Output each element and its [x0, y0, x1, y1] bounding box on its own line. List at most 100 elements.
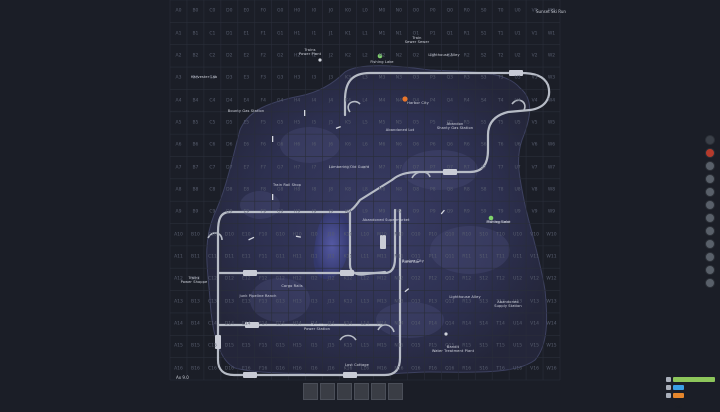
grid-cell-label: M0 — [378, 8, 386, 14]
grid-cell-label: Q11 — [445, 254, 455, 260]
grid-cell-label: G5 — [277, 120, 284, 126]
grid-cell-label: B2 — [192, 53, 199, 59]
place-label[interactable]: Bounty Gas Station — [228, 109, 264, 113]
hotbar-slot[interactable] — [354, 383, 369, 400]
place-label[interactable]: Fishing Lake — [487, 220, 510, 224]
grid-cell-label: E16 — [242, 366, 251, 372]
grid-cell-label: B1 — [192, 31, 199, 37]
place-label[interactable]: Lighthouse Alley — [428, 53, 459, 57]
fishing-marker-icon-2[interactable] — [488, 215, 494, 221]
grid-cell-label: K9 — [345, 209, 351, 215]
grid-cell-label: U6 — [514, 142, 521, 148]
map-tool-button[interactable] — [705, 161, 715, 171]
map-tool-button[interactable] — [705, 278, 715, 288]
map-tool-button[interactable] — [705, 213, 715, 223]
hotbar-slot[interactable] — [371, 383, 386, 400]
map-tool-button[interactable] — [705, 226, 715, 236]
grid-cell-label: E9 — [243, 209, 250, 215]
place-label[interactable]: Cargo Rails — [281, 284, 302, 288]
grid-cell-label: F16 — [259, 366, 268, 372]
place-label[interactable]: Lumbering Old Guard — [329, 165, 370, 169]
grid-cell-label: U12 — [513, 276, 523, 282]
map-tool-button[interactable] — [705, 148, 715, 158]
place-label[interactable]: Junk Pipeline Ranch — [239, 294, 276, 298]
hotbar-slot[interactable] — [337, 383, 352, 400]
grid-cell-label: L3 — [362, 75, 368, 81]
shield-icon — [666, 384, 671, 390]
grid-cell-label: E8 — [243, 187, 250, 193]
grid-cell-label: S5 — [480, 120, 487, 126]
grid-cell-label: C0 — [209, 8, 216, 14]
place-label-line: Bunker City — [402, 259, 424, 263]
plant-marker-icon[interactable] — [444, 332, 448, 336]
grid-cell-label: O5 — [412, 120, 420, 126]
place-label[interactable]: Harbor City — [407, 101, 429, 105]
place-label[interactable]: Bunker City — [402, 259, 424, 263]
place-label-line: Fishing Field — [486, 220, 510, 224]
hotbar-slot[interactable] — [303, 383, 318, 400]
place-label[interactable]: Abandoned Supermarket — [363, 218, 410, 222]
place-label-line: Trains — [304, 48, 316, 52]
grid-cell-label: F8 — [260, 187, 266, 193]
grid-cell-label: H15 — [292, 343, 302, 349]
grid-cell-label: I1 — [312, 31, 317, 37]
grid-cell-label: N12 — [394, 276, 404, 282]
grid-cell-label: U9 — [514, 209, 521, 215]
grid-cell-label: J0 — [328, 8, 334, 14]
grid-cell-label: V11 — [530, 254, 539, 260]
grid-cell-label: Q5 — [446, 120, 453, 126]
place-label[interactable]: Fishing Field — [486, 220, 509, 224]
grid-cell-label: L0 — [362, 8, 368, 14]
grid-cell-label: H7 — [294, 165, 301, 171]
grid-cell-label: H10 — [292, 232, 302, 238]
grid-cell-label: Q10 — [445, 232, 455, 238]
place-label[interactable]: Lost Cottage — [345, 363, 369, 367]
map-tool-button[interactable] — [705, 174, 715, 184]
grid-cell-label: S14 — [479, 321, 488, 327]
grid-cell-label: B13 — [191, 299, 200, 305]
map-tool-button[interactable] — [705, 265, 715, 275]
place-label[interactable]: Abandoned Lot — [386, 128, 414, 132]
grid-cell-label: Q3 — [446, 75, 453, 81]
place-label[interactable]: Harvester Lab — [191, 75, 218, 79]
grid-cell-label: V2 — [531, 53, 538, 59]
grid-cell-label: T11 — [496, 254, 505, 260]
grid-cell-label: K10 — [343, 232, 353, 238]
map-tool-button[interactable] — [705, 135, 715, 145]
hotbar-slot[interactable] — [388, 383, 403, 400]
place-label[interactable]: Fishing Lake — [370, 60, 393, 64]
grid-cell-label: V16 — [530, 366, 539, 372]
place-label[interactable]: Train Rail Shop — [273, 183, 301, 187]
grid-cell-label: C6 — [209, 142, 216, 148]
grid-cell-label: L16 — [360, 366, 370, 372]
map-tool-button[interactable] — [705, 187, 715, 197]
grid-cell-label: I3 — [312, 75, 317, 81]
hotbar-slot[interactable] — [320, 383, 335, 400]
home-marker-icon[interactable] — [402, 96, 408, 102]
grid-cell-label: A1 — [175, 31, 182, 37]
grid-cell-label: P10 — [428, 232, 438, 238]
grid-cell-label: B15 — [191, 343, 200, 349]
grid-cell-label: P14 — [428, 321, 438, 327]
power-marker-icon[interactable] — [318, 58, 322, 62]
bottom-left-label: Ax 9.0 — [176, 375, 189, 380]
grid-cell-label: H16 — [292, 366, 302, 372]
map-tool-button[interactable] — [705, 200, 715, 210]
grid-cell-label: U1 — [514, 31, 521, 37]
place-label[interactable]: Lighthouse Alley — [449, 295, 480, 299]
grid-cell-label: N8 — [395, 187, 403, 193]
map-tool-button[interactable] — [705, 239, 715, 249]
grid-cell-label: V1 — [531, 31, 538, 37]
grid-cell-label: V3 — [531, 75, 538, 81]
fishing-marker-icon[interactable] — [377, 53, 383, 59]
map-tool-button[interactable] — [705, 252, 715, 262]
place-label[interactable]: Rural Bar — [402, 260, 419, 264]
